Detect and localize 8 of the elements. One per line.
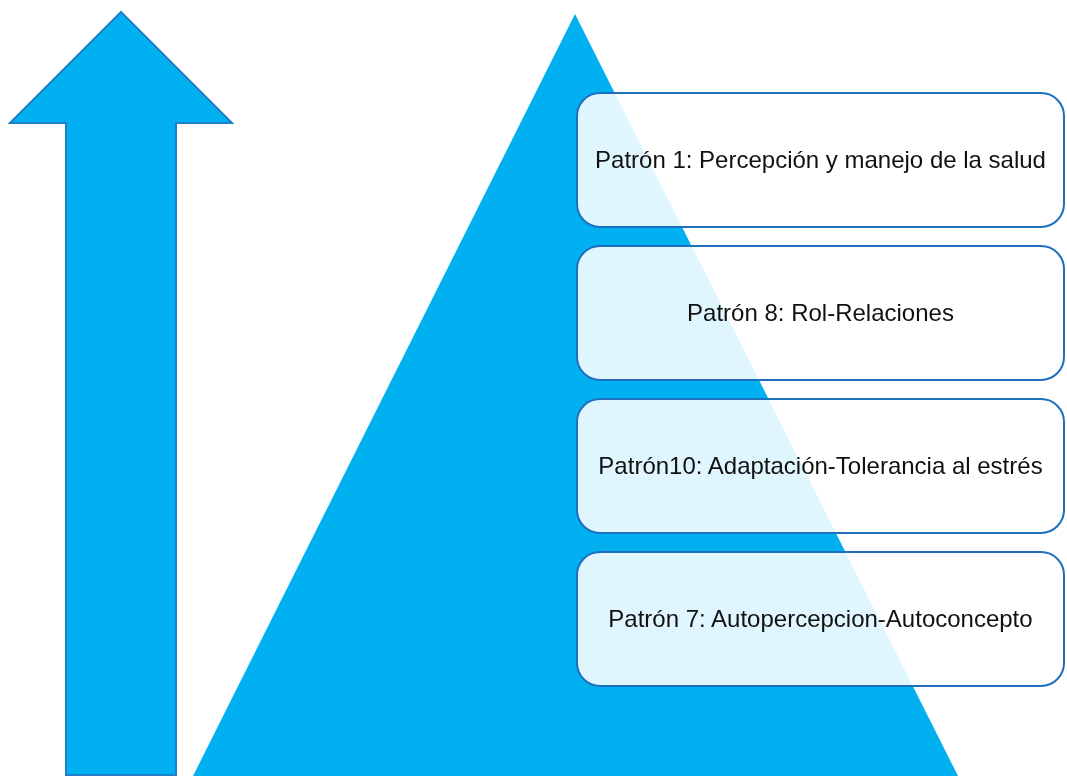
pattern-label: Patrón10: Adaptación-Tolerancia al estrés (598, 452, 1043, 480)
pattern-label: Patrón 8: Rol-Relaciones (687, 299, 954, 327)
pattern-box (576, 92, 1065, 228)
pattern-box (576, 551, 1065, 687)
pattern-label: Patrón 7: Autopercepcion-Autoconcepto (608, 605, 1033, 633)
pattern-label: Patrón 1: Percepción y manejo de la salud (595, 146, 1046, 174)
pattern-box (576, 398, 1065, 534)
pattern-box (576, 245, 1065, 381)
